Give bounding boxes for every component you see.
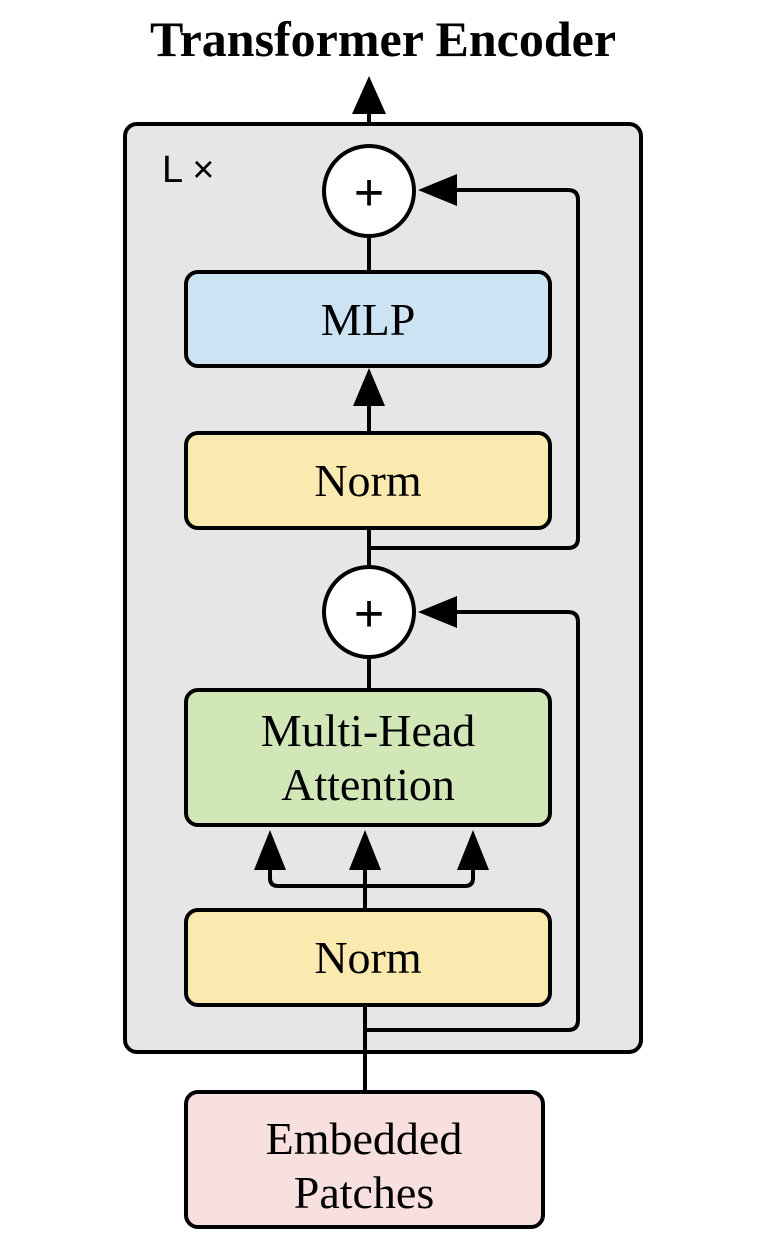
attention-query-arrowhead: [254, 830, 286, 870]
residual-connection-lower: [365, 610, 580, 1032]
attention-label-line2: Attention: [281, 759, 455, 810]
add-symbol-lower: +: [354, 585, 384, 643]
attention-value-arrowhead: [457, 830, 489, 870]
repeat-label: L ×: [162, 149, 214, 191]
output-arrowhead: [352, 76, 386, 114]
norm-label-upper: Norm: [314, 455, 422, 506]
multi-head-attention-block: [184, 688, 552, 827]
embedded-patches-block: [184, 1090, 545, 1229]
norm-block-upper: [184, 431, 552, 530]
attention-label-line1: Multi-Head: [261, 705, 476, 756]
attention-input-branch: [268, 868, 475, 888]
embedded-label-line1: Embedded: [266, 1113, 463, 1164]
add-symbol-upper: +: [354, 164, 384, 222]
residual-connection-upper: [369, 188, 580, 550]
norm-block-lower: [184, 908, 552, 1007]
add-node-upper: [322, 144, 416, 238]
diagram-title: Transformer Encoder: [150, 11, 616, 67]
mlp-label: MLP: [321, 294, 416, 345]
attention-key-arrowhead: [349, 830, 381, 870]
residual-arrowhead-upper: [418, 174, 457, 206]
add-node-lower: [322, 565, 416, 659]
embedded-label-line2: Patches: [294, 1167, 435, 1218]
norm-to-mlp-arrowhead: [353, 368, 385, 406]
norm-label-lower: Norm: [314, 932, 422, 983]
mlp-block: [184, 270, 552, 368]
residual-arrowhead-lower: [418, 596, 457, 628]
